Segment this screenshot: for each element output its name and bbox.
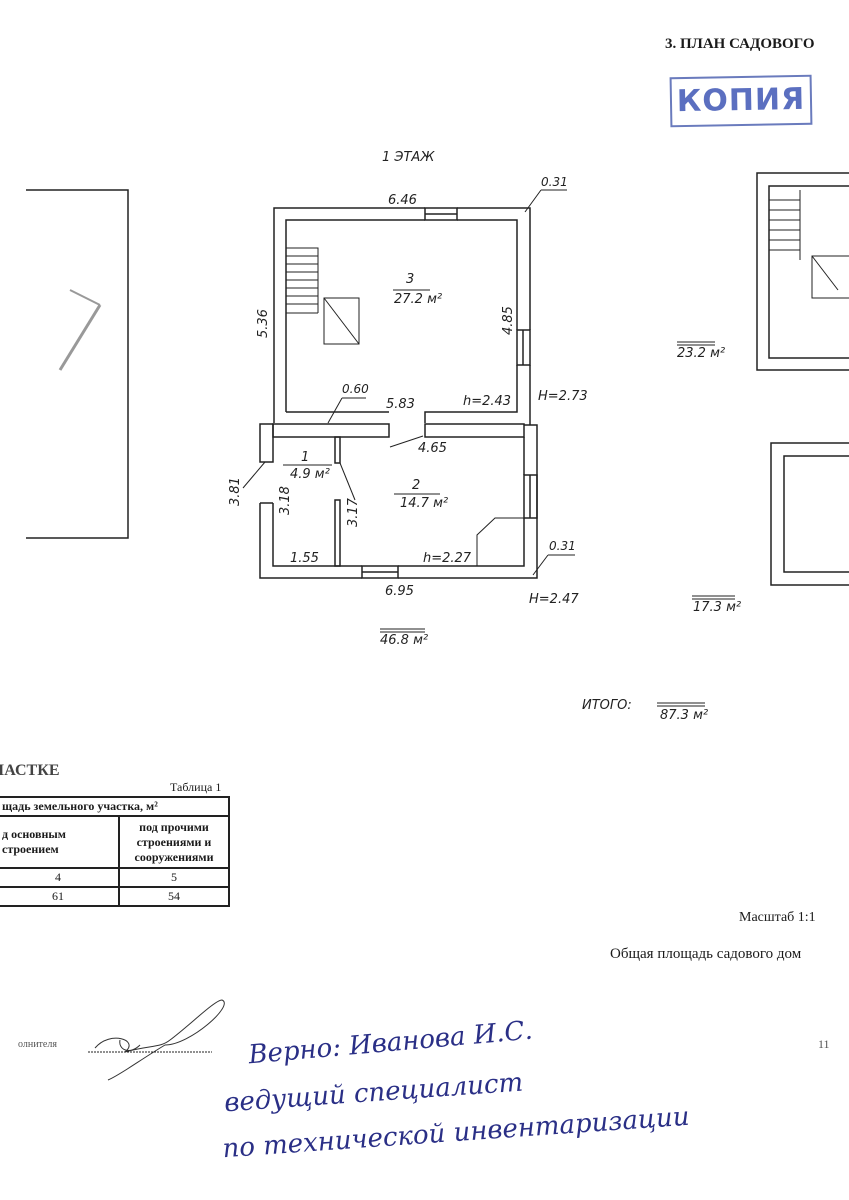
ceiling-height-upper: h=2.43 (463, 394, 512, 409)
partition-wall (259, 423, 525, 463)
scale-label: Масштаб 1:1 (739, 910, 816, 925)
ceiling-height-lower: h=2.27 (423, 551, 472, 566)
section-title: IАСТКЕ (0, 762, 60, 779)
column-other-buildings: под прочими строениями и сооружениями (118, 815, 230, 869)
page-title: 3. ПЛАН САДОВОГО (665, 36, 815, 52)
dim-corner-bottom: 0.31 (549, 539, 576, 553)
left-partial-plan (26, 189, 129, 539)
dim-bottom-width: 6.95 (385, 584, 414, 599)
dim-top-width: 6.46 (388, 193, 417, 208)
dim-right-inner: 4.85 (501, 306, 516, 335)
dimension-leaders (242, 189, 735, 707)
dim-lower-inner: 4.65 (418, 441, 447, 456)
total-height-lower: H=2.47 (529, 592, 579, 607)
room-1-2-walls (259, 424, 538, 579)
room-3-area: 27.2 м² (394, 292, 443, 307)
table-header: щадь земельного участка, м² (0, 796, 230, 817)
total-area-label: Общая площадь садового дом (610, 946, 802, 962)
dim-corner-top: 0.31 (541, 175, 568, 189)
third-total-area: 17.3 м² (693, 600, 742, 615)
room-2-number: 2 (412, 478, 421, 493)
table-caption: Таблица 1 (170, 780, 222, 794)
total-label: ИТОГО: (582, 698, 632, 713)
table-cell: 4 (0, 867, 120, 888)
room-1-number: 1 (301, 450, 310, 465)
floor-total-area: 46.8 м² (380, 633, 429, 648)
right-partial-plan (756, 172, 849, 586)
signature (94, 999, 225, 1081)
room-3-number: 3 (406, 272, 415, 287)
stove (323, 297, 360, 345)
second-total-area: 23.2 м² (677, 346, 726, 361)
table-cell: 54 (118, 886, 230, 907)
land-area-table: щадь земельного участка, м² д основным с… (0, 796, 230, 907)
dim-bottom-inner-left: 1.55 (290, 551, 319, 566)
table-cell: 5 (118, 867, 230, 888)
total-value: 87.3 м² (660, 708, 709, 723)
page-number: 11 (818, 1037, 830, 1051)
floor-label: 1 ЭТАЖ (382, 150, 435, 165)
column-main-building: д основным строением (0, 815, 120, 869)
dim-room1-height: 3.18 (278, 486, 293, 515)
room-1-area: 4.9 м² (290, 467, 330, 482)
dim-left-lower: 3.81 (228, 477, 243, 506)
dim-left-height: 5.36 (256, 309, 271, 338)
signature-label: олнителя (18, 1039, 57, 1050)
room-2-area: 14.7 м² (400, 496, 449, 511)
table-cell: 61 (0, 886, 120, 907)
stairs (286, 247, 360, 345)
dim-partition-width: 5.83 (386, 397, 415, 412)
dim-room1-height2: 3.17 (346, 498, 361, 527)
room-3-walls (273, 207, 531, 425)
dim-partition-offset: 0.60 (342, 382, 369, 396)
total-height-upper: H=2.73 (538, 389, 588, 404)
